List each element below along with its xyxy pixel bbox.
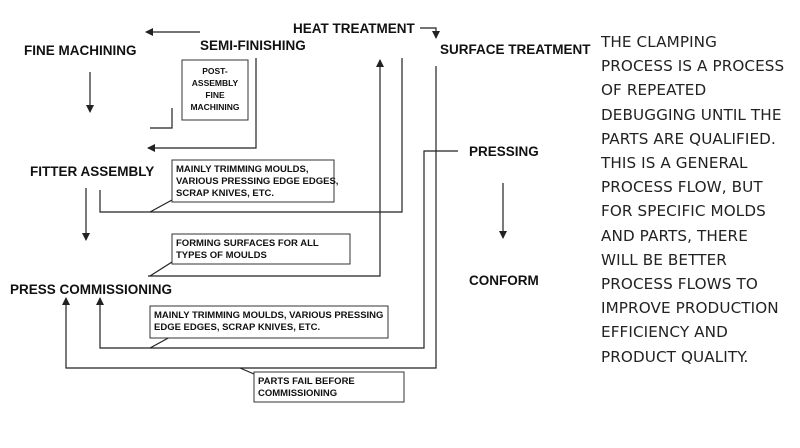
line-heat-to-commission (148, 59, 384, 277)
note-line: SCRAP KNIVES, ETC. (176, 188, 274, 199)
description-line: PRODUCT QUALITY. (601, 347, 749, 366)
description-line: IMPROVE PRODUCTION (601, 299, 779, 318)
node-fitter-assembly: FITTER ASSEMBLY (30, 164, 154, 179)
note-line: MAINLY TRIMMING MOULDS, (176, 164, 308, 175)
note-line: POST- (202, 66, 228, 76)
description-line: FOR SPECIFIC MOLDS (601, 202, 766, 221)
arrow-heat-to-surface (420, 27, 440, 39)
node-fine-machining: FINE MACHINING (24, 43, 137, 58)
description-line: THIS IS A GENERAL (601, 154, 748, 173)
node-press-commissioning: PRESS COMMISSIONING (10, 282, 172, 297)
nodes: FINE MACHINING SEMI-FINISHING HEAT TREAT… (10, 21, 591, 297)
note-forming: FORMING SURFACES FOR ALL TYPES OF MOULDS (171, 233, 351, 265)
description-line: THE CLAMPING (601, 33, 717, 51)
description-line: AND PARTS, THERE (601, 226, 748, 245)
node-conform: CONFORM (469, 273, 539, 288)
note-line: MACHINING (190, 102, 239, 112)
description-line: PROCESS FLOWS TO (601, 275, 758, 294)
line-fitter-loop (99, 58, 403, 213)
node-semi-finishing: SEMI-FINISHING (200, 38, 306, 53)
line-semi-to-fitter (147, 58, 257, 152)
process-description: THE CLAMPING PROCESS IS A PROCESS OF REP… (601, 30, 797, 369)
description-line: WILL BE BETTER (601, 250, 727, 269)
note-trimming-1: MAINLY TRIMMING MOULDS, VARIOUS PRESSING… (171, 159, 338, 203)
pointer-forming (149, 261, 173, 277)
note-trimming-2: MAINLY TRIMMING MOULDS, VARIOUS PRESSING… (149, 305, 389, 339)
note-line: PARTS FAIL BEFORE (258, 376, 355, 387)
description-line: PROCESS FLOW, BUT (601, 178, 763, 197)
note-line: VARIOUS PRESSING EDGE EDGES, (176, 176, 338, 187)
note-line: EDGE EDGES, SCRAP KNIVES, ETC. (154, 322, 320, 333)
pointer-parts-fail (239, 367, 255, 375)
description-line: EFFICIENCY AND (601, 323, 728, 342)
line-pressing-feedback (96, 150, 458, 349)
note-line: MAINLY TRIMMING MOULDS, VARIOUS PRESSING (154, 310, 383, 321)
note-line: FORMING SURFACES FOR ALL (176, 238, 319, 249)
description-line: PARTS ARE QUALIFIED. (601, 129, 776, 148)
node-heat-treatment: HEAT TREATMENT (293, 21, 415, 36)
description-line: PROCESS IS A PROCESS (601, 57, 785, 76)
note-line: TYPES OF MOULDS (176, 250, 267, 261)
note-line: COMMISSIONING (258, 388, 337, 399)
line-post-assembly (150, 108, 173, 129)
description-line: OF REPEATED (601, 81, 707, 100)
node-surface-treatment: SURFACE TREATMENT (440, 42, 591, 57)
pointer-trimming-1 (149, 199, 173, 213)
line-parts-fail (62, 66, 437, 369)
description-line: DEBUGGING UNTIL THE (601, 105, 782, 124)
node-pressing: PRESSING (469, 144, 539, 159)
note-line: ASSEMBLY (192, 78, 239, 88)
note-post-assembly: POST- ASSEMBLY FINE MACHINING (181, 59, 249, 121)
note-line: FINE (205, 90, 225, 100)
note-parts-fail: PARTS FAIL BEFORE COMMISSIONING (253, 371, 405, 403)
